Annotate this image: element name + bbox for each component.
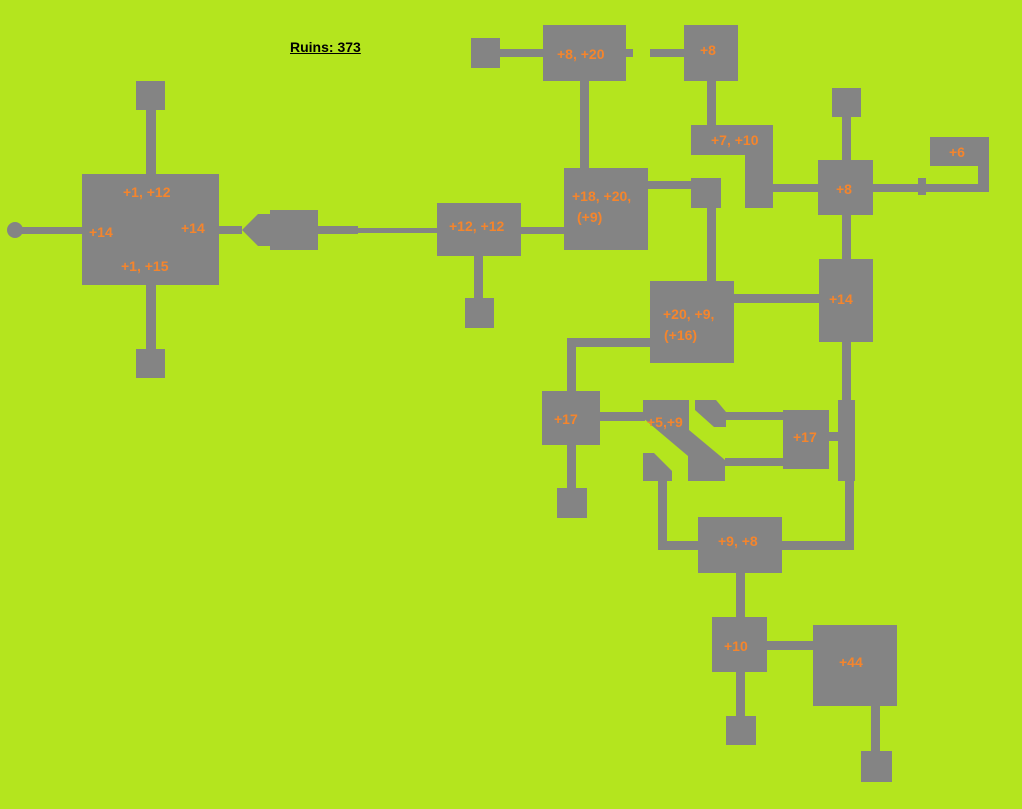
room-diagonal-stub-south: [643, 453, 672, 481]
room-label: (+9): [577, 209, 602, 225]
corridor: [736, 671, 745, 718]
corridor: [658, 541, 700, 550]
room-west-north-alcove: [136, 81, 165, 110]
corridor: [14, 227, 84, 234]
corridor: [146, 283, 156, 351]
room-label: +6: [949, 144, 965, 160]
room-south-junction: [698, 517, 782, 573]
room-label: +7, +10: [711, 132, 759, 148]
room-label: +8: [700, 42, 716, 58]
room-far-east-room: [930, 137, 989, 192]
room-bent-room: [691, 125, 773, 208]
corridor: [625, 49, 633, 57]
corridor: [318, 226, 358, 234]
room-south-alcove: [726, 716, 756, 745]
room-small-east-room: [691, 178, 721, 208]
corridor: [567, 443, 576, 490]
corridor: [650, 49, 685, 57]
room-northeast-hub: [818, 160, 873, 215]
room-top-hall: [543, 25, 626, 81]
corridor: [358, 228, 438, 233]
corridor: [780, 541, 854, 550]
corridor: [707, 206, 716, 284]
corridor: [146, 106, 156, 176]
room-northeast-alcove: [832, 88, 861, 117]
corridor: [474, 255, 483, 300]
room-label: (+16): [664, 327, 697, 343]
room-label: +44: [839, 654, 863, 670]
room-southeast-bar: [838, 400, 855, 481]
corridor: [707, 79, 716, 127]
room-southwest-room: [542, 391, 600, 445]
room-southwest-alcove: [557, 488, 587, 518]
room-label: +17: [793, 429, 817, 445]
corridor: [845, 478, 854, 550]
room-label: +20, +9,: [663, 306, 714, 322]
corridor: [872, 184, 920, 192]
room-label: +14: [181, 220, 205, 236]
corridor: [725, 412, 785, 420]
corridor: [842, 340, 851, 403]
room-top-west-alcove: [471, 38, 500, 68]
corridor: [736, 571, 745, 619]
room-south-room: [712, 617, 767, 672]
room-label: +1, +15: [121, 258, 169, 274]
room-central-hall: [650, 281, 734, 363]
room-corridor-junction: [437, 203, 521, 256]
corridor: [520, 227, 566, 234]
corridor: [647, 181, 693, 189]
room-southeast-room: [783, 410, 829, 469]
room-label: +1, +12: [123, 184, 171, 200]
room-treasure-alcove: [861, 751, 892, 782]
corridor: [500, 49, 545, 57]
corridor: [773, 184, 820, 192]
corridor: [842, 115, 851, 162]
corridor: [926, 184, 980, 192]
room-label: +14: [829, 291, 853, 307]
room-label: +5,+9: [647, 414, 683, 430]
corridor: [827, 432, 843, 441]
corridor: [731, 294, 821, 303]
corridor: [918, 178, 926, 195]
room-label: +10: [724, 638, 748, 654]
room-label: +8, +20: [557, 46, 605, 62]
room-label: +9, +8: [718, 533, 758, 549]
corridor: [658, 478, 667, 550]
corridor: [598, 412, 645, 421]
room-east-hall: [819, 259, 873, 342]
room-diagonal-room: [643, 400, 725, 481]
corridor: [725, 458, 785, 466]
corridor: [218, 226, 242, 234]
room-treasure-room: [813, 625, 897, 706]
room-corridor-south-alcove: [465, 298, 494, 328]
room-label: +18, +20,: [572, 188, 631, 204]
corridor: [871, 705, 880, 753]
corridor: [567, 338, 576, 393]
room-west-hall: [82, 174, 219, 285]
map-title: Ruins: 373: [290, 39, 361, 55]
room-west-entrance: [7, 222, 23, 238]
room-west-south-alcove: [136, 349, 165, 378]
room-label: +12, +12: [449, 218, 504, 234]
room-label: +17: [554, 411, 578, 427]
room-diagonal-stub-north: [695, 400, 726, 427]
room-central-north-hall: [564, 168, 648, 250]
corridor: [766, 641, 814, 650]
corridor: [567, 338, 651, 347]
room-label: +8: [836, 181, 852, 197]
room-top-east-room: [684, 25, 738, 81]
corridor: [842, 213, 851, 261]
corridor: [580, 79, 589, 171]
room-label: +14: [89, 224, 113, 240]
room-gate-chamber: [242, 210, 318, 250]
